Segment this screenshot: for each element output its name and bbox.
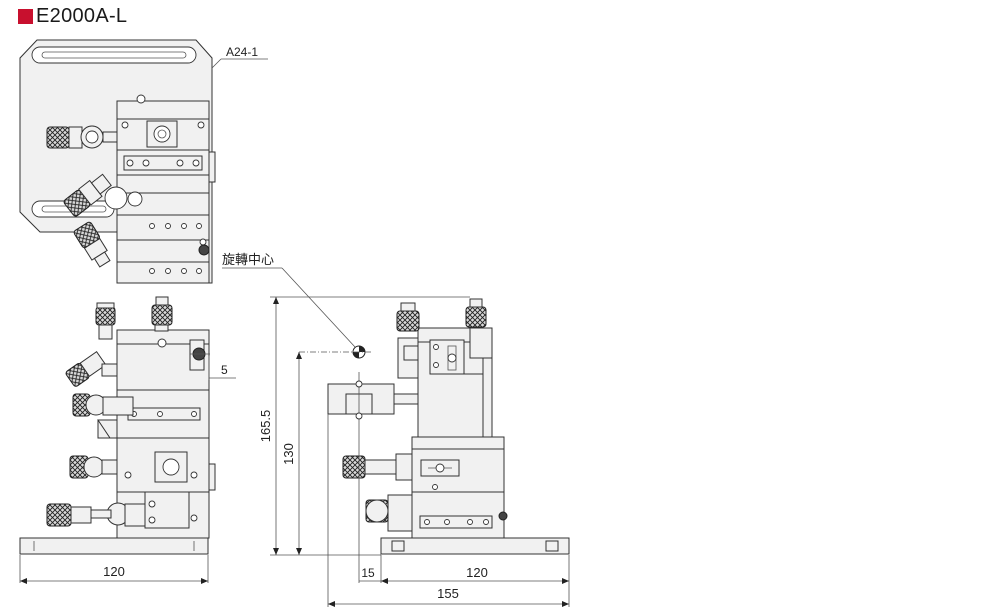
dim-15: 15 xyxy=(361,566,375,580)
model-title: E2000A-L xyxy=(36,4,128,27)
top-micrometer-1 xyxy=(46,126,70,149)
title-marker-square xyxy=(18,8,33,24)
top-micrometer-2-angled xyxy=(63,173,112,217)
side-view: 旋轉中心 165.5 130 15 120 155 xyxy=(222,252,570,607)
dim-width-left: 120 xyxy=(103,564,125,579)
side-view-base-plate xyxy=(380,537,570,555)
front-bottom-micrometer xyxy=(46,503,72,527)
dim-155: 155 xyxy=(437,586,459,601)
title-block: E2000A-L xyxy=(18,3,127,29)
dim-height-130: 130 xyxy=(281,443,296,465)
part-ref-label: A24-1 xyxy=(226,45,258,59)
offset-5-label: 5 xyxy=(221,363,228,377)
front-top-micrometer-1 xyxy=(95,306,116,326)
side-top-micrometer-2 xyxy=(465,306,487,328)
top-micrometer-3-angled xyxy=(73,221,111,268)
dim-width-right: 120 xyxy=(466,565,488,580)
top-view: A24-1 xyxy=(19,39,268,284)
top-slot xyxy=(31,46,197,64)
front-top-micrometer-2 xyxy=(151,304,173,326)
dim-height-total: 165.5 xyxy=(258,410,273,443)
rotation-center-label: 旋轉中心 xyxy=(222,252,274,267)
side-top-micrometer-1 xyxy=(396,310,420,332)
side-mid-micrometer xyxy=(342,455,366,479)
front-view-base-plate xyxy=(19,537,209,555)
front-view: 5 120 xyxy=(19,296,236,584)
